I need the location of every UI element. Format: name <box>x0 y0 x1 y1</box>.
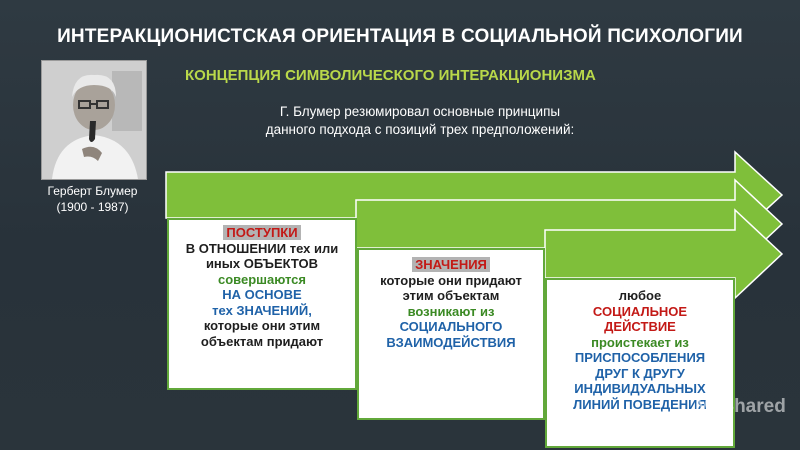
box2-line-2: которые они придают <box>380 272 522 288</box>
box3-line-2: СОЦИАЛЬНОЕ <box>592 303 688 319</box>
intro-line-2: данного подхода с позиций трех предполож… <box>265 122 575 137</box>
box3-line-6: ДРУГ К ДРУГУ <box>595 365 685 381</box>
box3-line-7: ИНДИВИДУАЛЬНЫХ <box>574 381 706 396</box>
box1-line-4: совершаются <box>217 271 307 287</box>
box1-line-7: которые они этим <box>203 318 321 333</box>
box1-line-5: НА ОСНОВЕ <box>222 287 302 302</box>
box3-line-5: ПРИСПОСОБЛЕНИЯ <box>574 350 706 365</box>
portrait-photo <box>41 60 147 180</box>
box1-line-8: объектам придают <box>200 333 324 349</box>
box2-line-3: этим объектам <box>402 288 500 303</box>
person-years: (1900 - 1987) <box>56 200 129 214</box>
box1-line-2: В ОТНОШЕНИИ тех или <box>185 240 339 256</box>
portrait-illustration <box>42 61 146 179</box>
slide-subtitle: КОНЦЕПЦИЯ СИМВОЛИЧЕСКОГО ИНТЕРАКЦИОНИЗМА <box>185 67 596 84</box>
assumption-box-1: ПОСТУПКИ В ОТНОШЕНИИ тех или иных ОБЪЕКТ… <box>167 218 357 390</box>
box1-line-1: ПОСТУПКИ <box>223 225 301 240</box>
slide-title: ИНТЕРАКЦИОНИСТСКАЯ ОРИЕНТАЦИЯ В СОЦИАЛЬН… <box>57 26 743 47</box>
portrait-caption: Герберт Блумер (1900 - 1987) <box>30 183 155 215</box>
person-name: Герберт Блумер <box>47 184 138 198</box>
assumption-box-2: ЗНАЧЕНИЯ которые они придают этим объект… <box>357 248 545 420</box>
box2-line-5: СОЦИАЛЬНОГО <box>399 319 503 334</box>
box2-line-4: возникают из <box>407 303 495 319</box>
intro-line-1: Г. Блумер резюмировал основные принципы <box>279 104 561 119</box>
watermark: MyShared <box>695 396 786 417</box>
box1-line-3: иных ОБЪЕКТОВ <box>205 256 319 271</box>
box3-line-4: проистекает из <box>591 334 689 350</box>
box3-line-1: любое <box>618 288 662 303</box>
box1-line-6: тех ЗНАЧЕНИЙ, <box>212 302 312 318</box>
box2-line-6: ВЗАИМОДЕЙСТВИЯ <box>386 334 516 350</box>
box2-line-1: ЗНАЧЕНИЯ <box>412 257 490 272</box>
assumption-box-3: любое СОЦИАЛЬНОЕ ДЕЙСТВИЕ проистекает из… <box>545 278 735 448</box>
box3-line-3: ДЕЙСТВИЕ <box>604 319 676 334</box>
intro-text: Г. Блумер резюмировал основные принципы … <box>160 103 680 139</box>
box3-line-8: ЛИНИЙ ПОВЕДЕНИЯ <box>573 396 707 412</box>
